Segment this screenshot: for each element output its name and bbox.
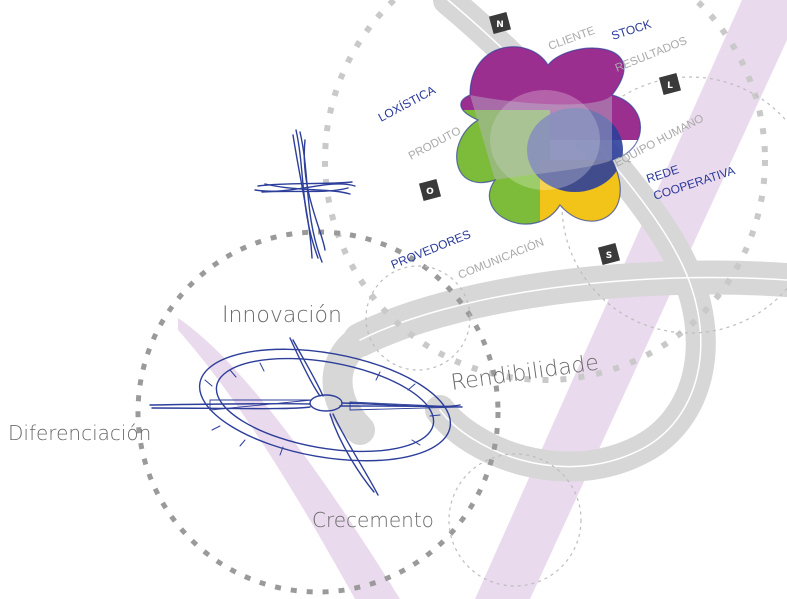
compass-rose-sketch-icon xyxy=(149,337,463,496)
svg-text:N: N xyxy=(496,20,504,30)
badge-o: O xyxy=(418,178,442,202)
label-loxistica: LOXÍSTICA xyxy=(375,82,437,125)
badge-n: N xyxy=(488,11,512,35)
cooperative-flower-logo xyxy=(456,46,642,225)
svg-text:L: L xyxy=(667,81,673,91)
pen-cross-sketch-icon xyxy=(254,129,356,263)
label-provedores: PROVEDORES xyxy=(389,227,473,272)
circle-top-large xyxy=(322,0,768,383)
label-resultados: RESULTADOS xyxy=(614,35,690,75)
label-diferenciacion: Diferenciación xyxy=(8,421,151,445)
svg-text:S: S xyxy=(606,251,612,261)
label-stock: STOCK xyxy=(610,17,653,43)
label-crecemento: Crecemento xyxy=(312,508,434,532)
label-produto: PRODUTO xyxy=(407,125,463,163)
svg-text:O: O xyxy=(426,187,434,197)
circle-bottom-thin xyxy=(448,453,582,587)
circle-middle-thin xyxy=(365,265,471,371)
badge-s: S xyxy=(597,242,621,266)
label-innovacion: Innovación xyxy=(222,303,342,328)
badge-l: L xyxy=(658,72,682,96)
circle-left-large xyxy=(135,229,501,595)
purple-stripes xyxy=(178,0,787,599)
